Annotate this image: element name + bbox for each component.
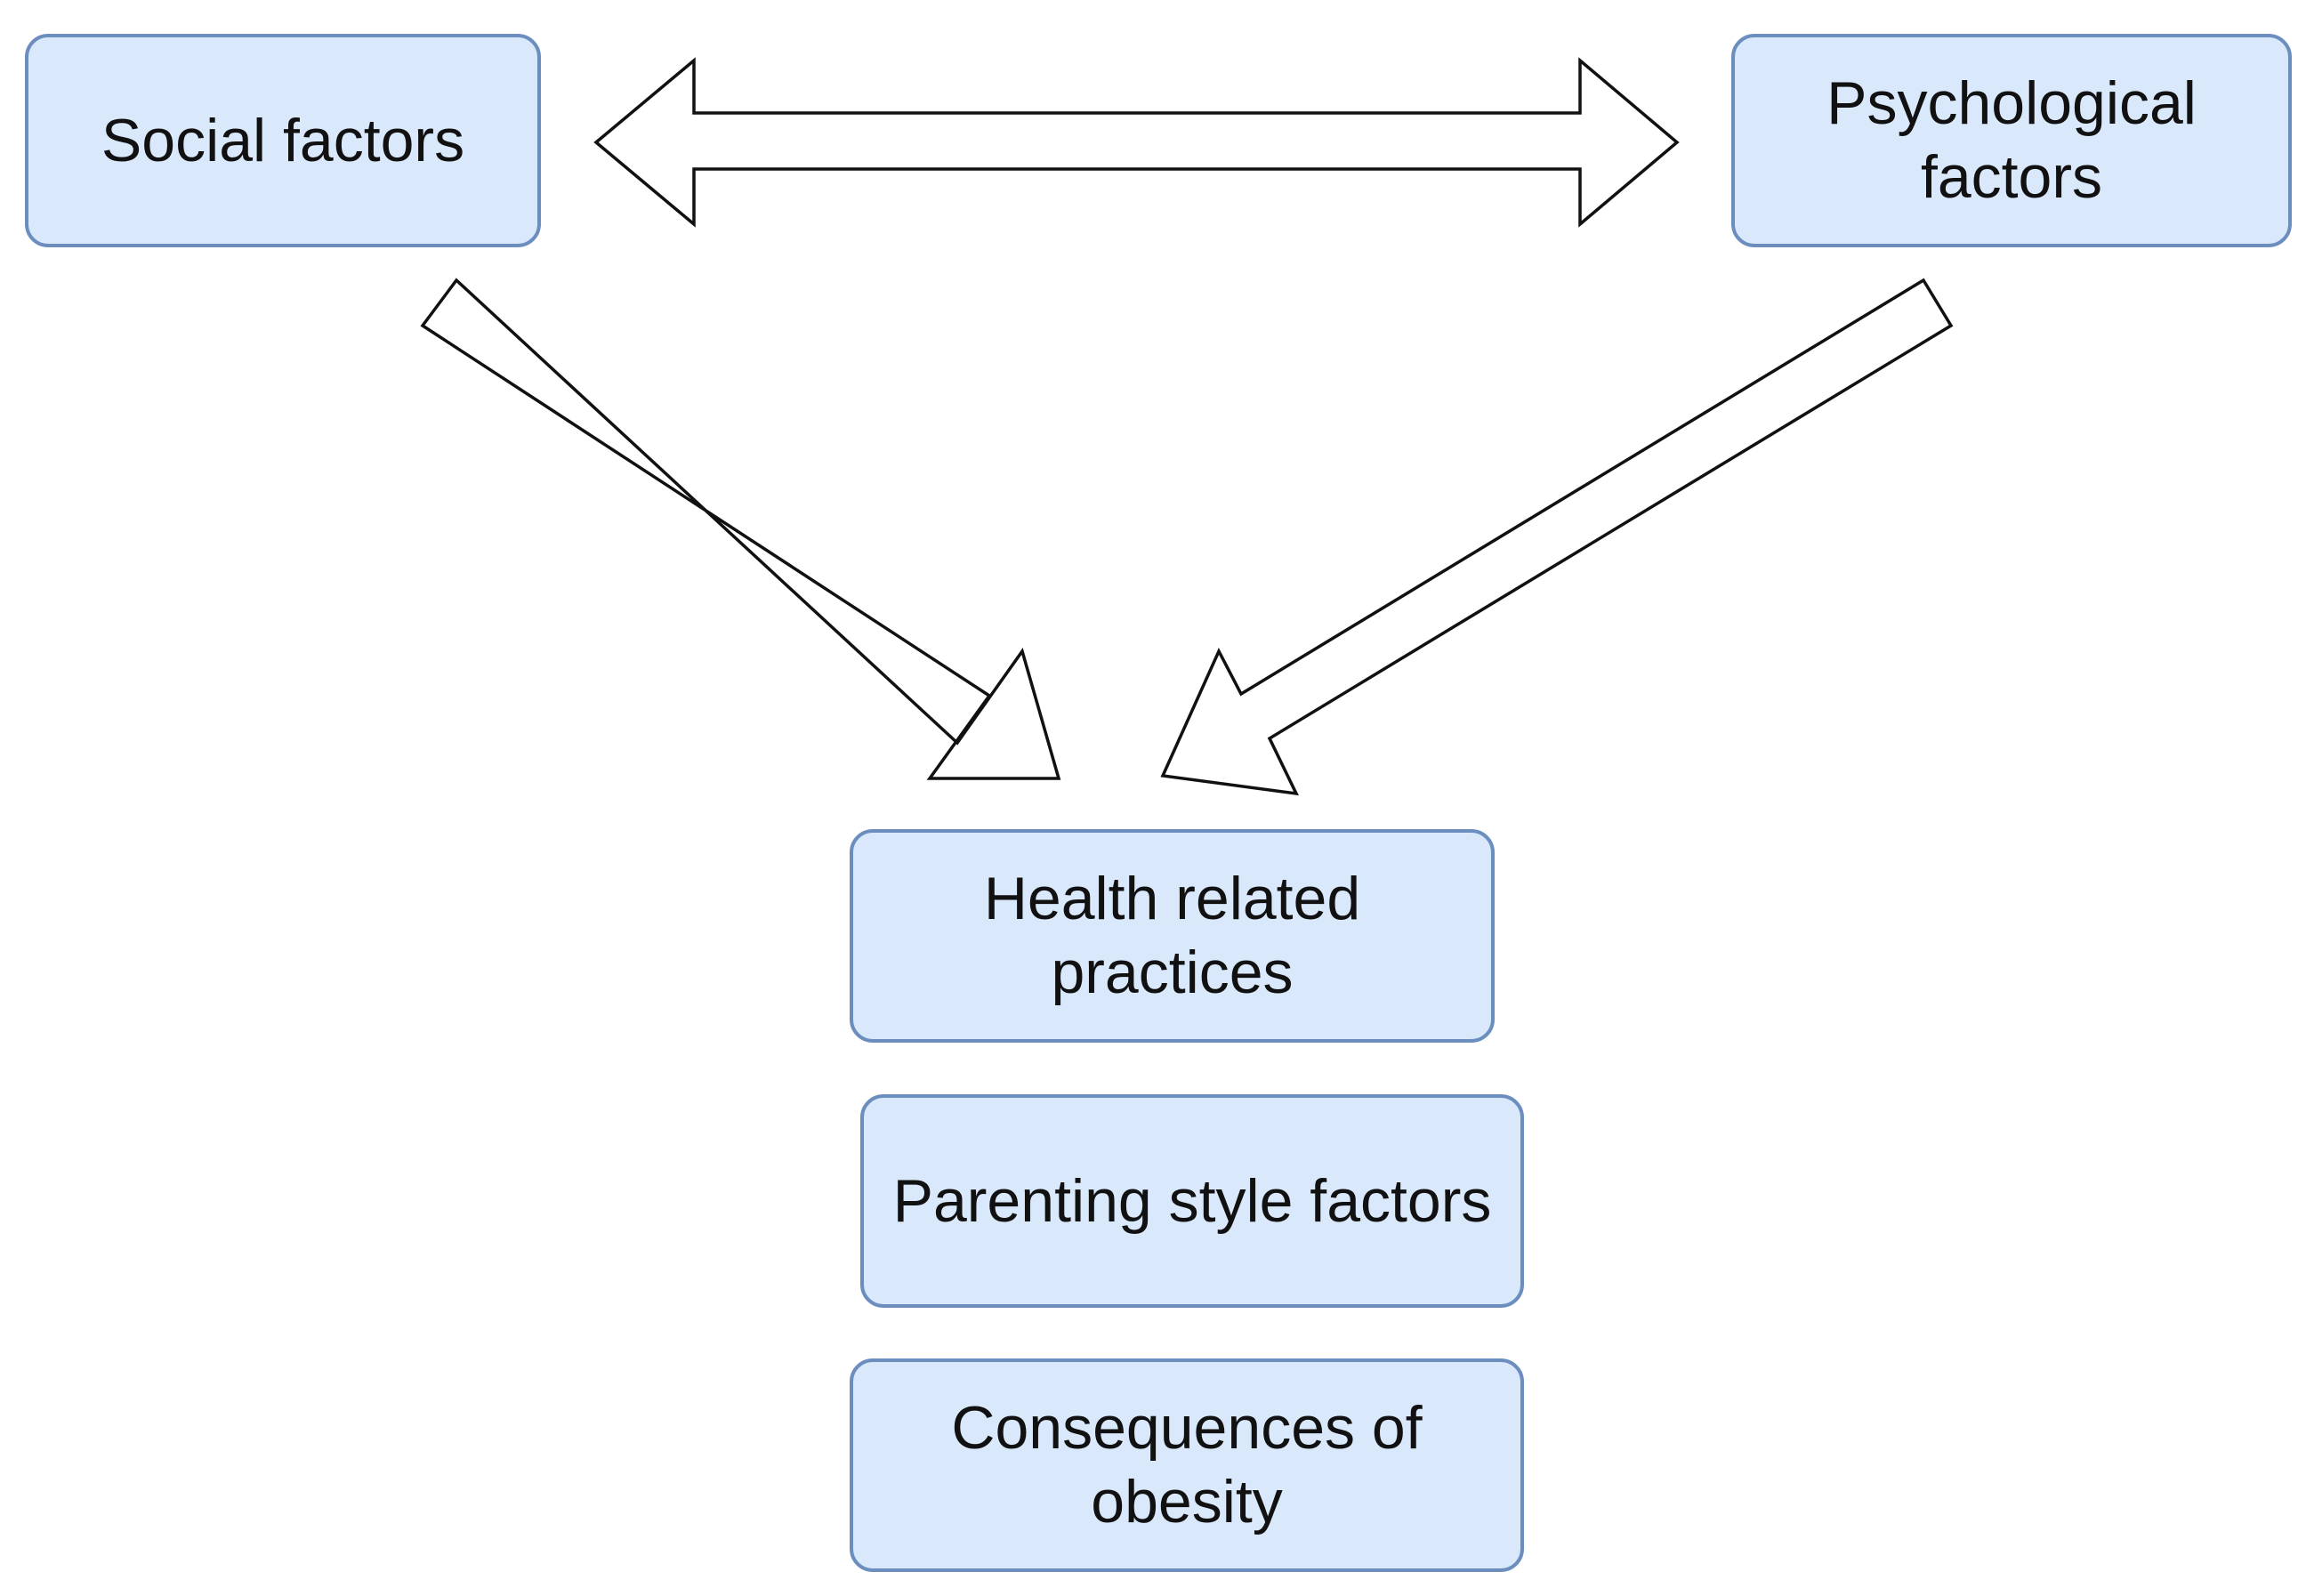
psychological-factors-label: Psychological factors	[1826, 69, 2197, 211]
health-related-practices-label: Health related practices	[983, 865, 1361, 1006]
health-related-practices-node: Health related practices	[850, 829, 1495, 1043]
parenting-style-factors-node: Parenting style factors	[860, 1094, 1524, 1308]
parenting-style-factors-label: Parenting style factors	[892, 1166, 1492, 1235]
arrow-social-to-health	[420, 278, 1061, 780]
psychological-factors-node: Psychological factors	[1731, 34, 2292, 247]
double-headed-arrow	[593, 57, 1680, 228]
social-factors-label: Social factors	[101, 106, 465, 174]
consequences-of-obesity-node: Consequences of obesity	[850, 1358, 1524, 1572]
social-factors-node: Social factors	[25, 34, 541, 247]
consequences-of-obesity-label: Consequences of obesity	[951, 1394, 1423, 1536]
arrow-psych-to-health	[1160, 278, 1954, 796]
